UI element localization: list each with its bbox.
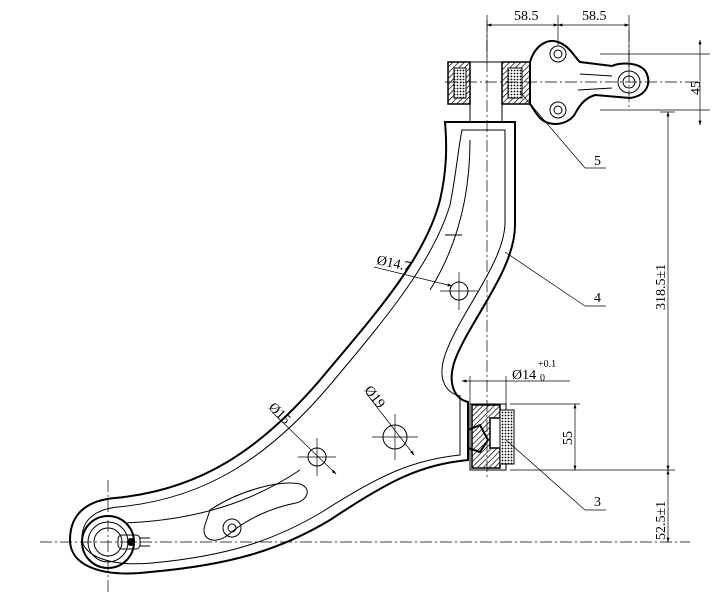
dim-hole-14-7: Ø14.7 — [373, 253, 453, 287]
dim-bore-14: Ø14 +0.1 0 — [461, 359, 570, 404]
callout-3-label: 3 — [594, 495, 601, 510]
hole-14-7 — [440, 272, 478, 310]
dim-hole-19: Ø19 — [361, 383, 415, 456]
callout-4-label: 4 — [594, 291, 601, 306]
dim-bushing-55: 55 — [510, 403, 580, 471]
hole-15 — [298, 438, 336, 476]
center-lines — [40, 20, 700, 595]
dim-right-45: 45 — [600, 39, 710, 126]
dim-top-right-label: 58.5 — [582, 9, 607, 24]
hole-19 — [372, 414, 418, 460]
dim-hole-15: Ø15 — [265, 400, 337, 475]
callout-3: 3 — [505, 439, 606, 511]
arm-slot — [203, 482, 308, 541]
dim-bore-tol-upper: +0.1 — [538, 359, 556, 370]
dim-bore-tol-lower: 0 — [540, 373, 545, 384]
dim-bushing-55-label: 55 — [561, 431, 576, 445]
rear-bushing-bracket — [447, 40, 650, 125]
dim-bottom: 52.5±1 — [654, 469, 670, 543]
dim-right-45-label: 45 — [689, 81, 704, 95]
dim-vertical-main: 318.5±1 — [510, 111, 675, 471]
arm-body-outline — [68, 121, 516, 575]
dim-bore-14-label: Ø14 — [512, 368, 536, 383]
dim-hole-14-7-label: Ø14.7 — [375, 253, 412, 275]
dim-vertical-main-label: 318.5±1 — [654, 264, 669, 310]
dim-hole-19-label: Ø19 — [361, 383, 388, 411]
dim-bottom-label: 52.5±1 — [654, 501, 669, 540]
front-bushing — [467, 403, 515, 471]
dim-hole-15-label: Ø15 — [265, 400, 293, 428]
callout-4: 4 — [504, 251, 606, 307]
dim-top-left-label: 58.5 — [514, 9, 539, 24]
dim-top: 58.5 58.5 — [486, 9, 630, 70]
callout-5: 5 — [519, 91, 606, 169]
callout-5-label: 5 — [594, 154, 601, 169]
